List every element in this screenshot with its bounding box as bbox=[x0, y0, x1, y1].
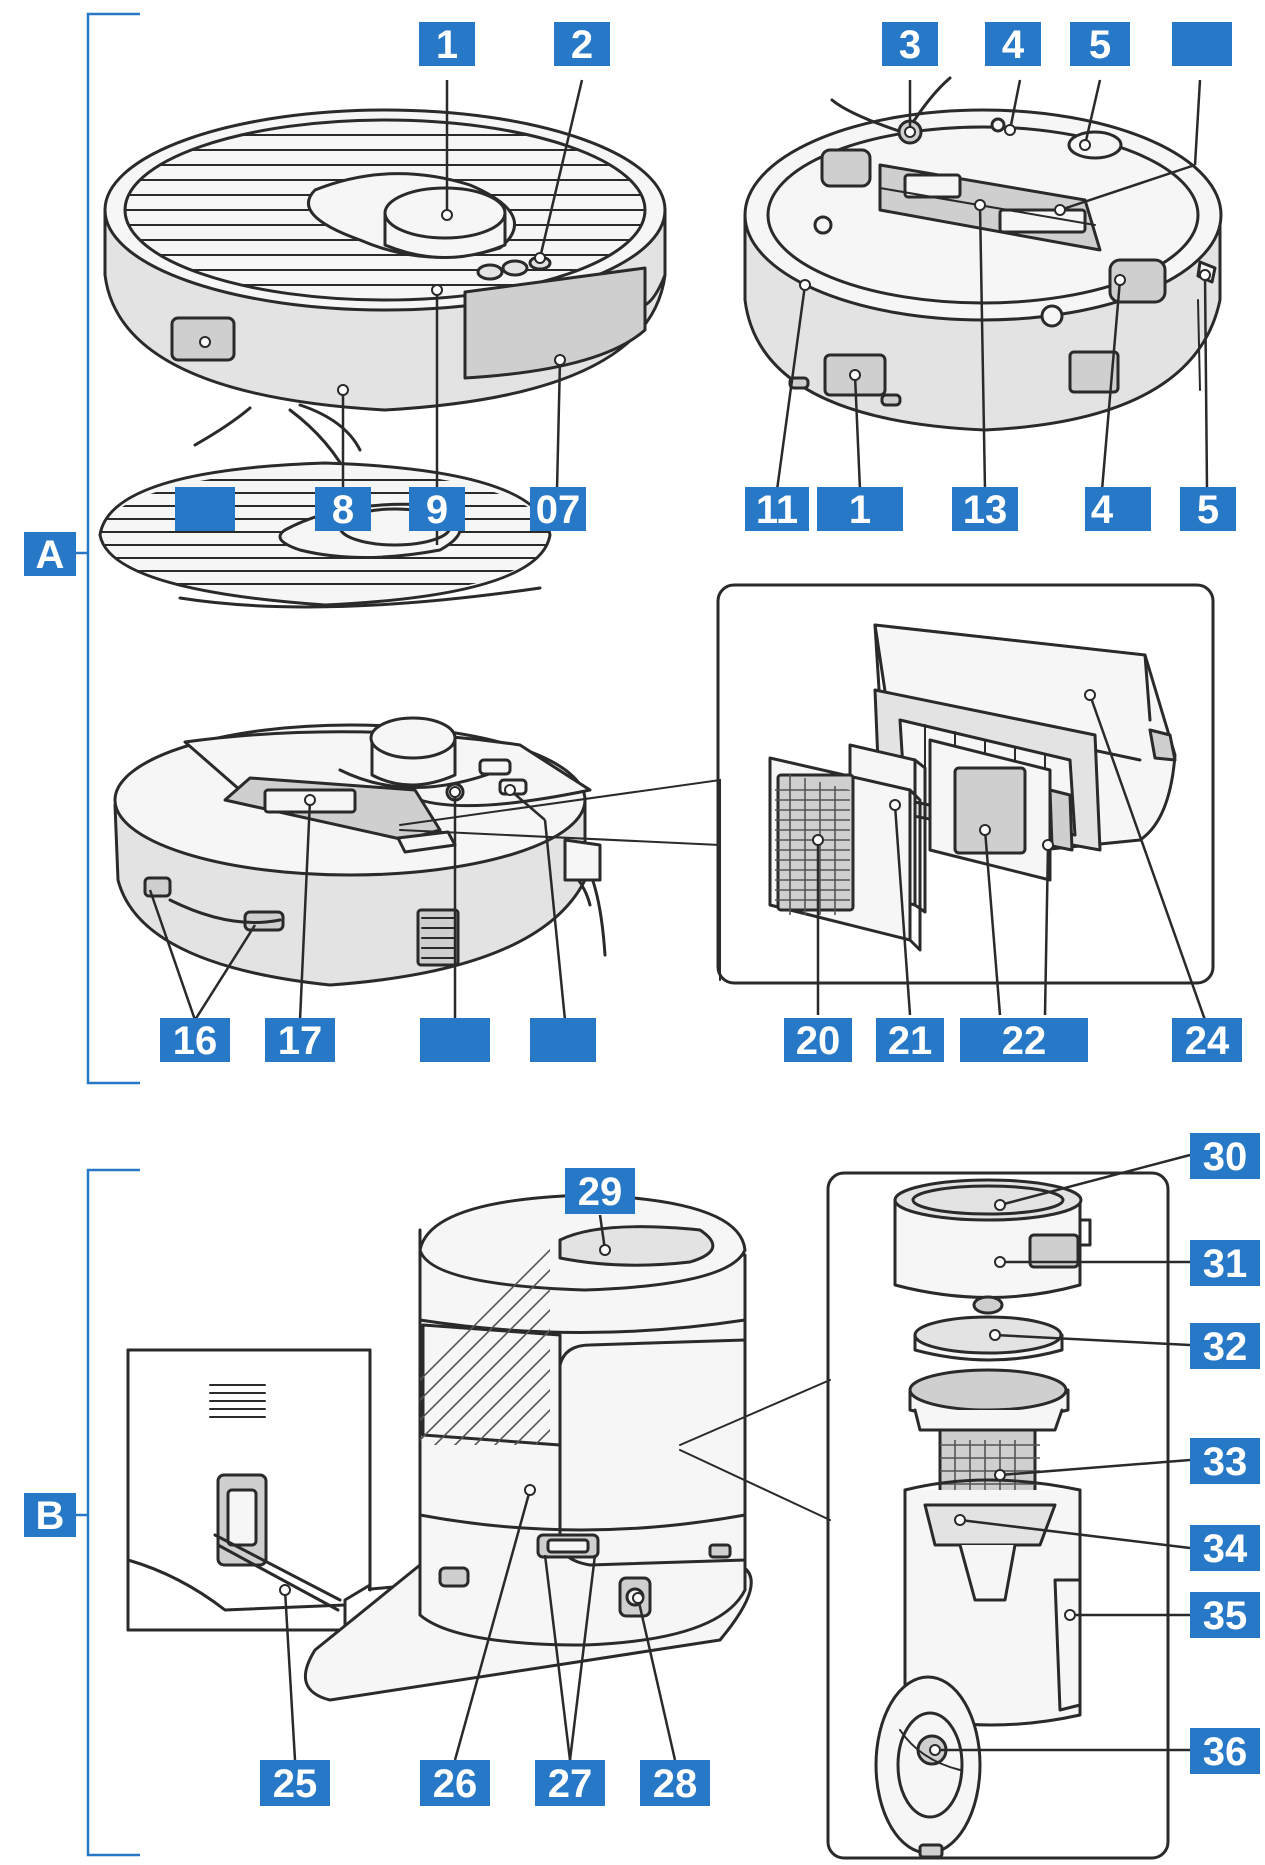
callout-13: 13 bbox=[952, 487, 1018, 532]
svg-text:22: 22 bbox=[1002, 1019, 1047, 1063]
callout-26: 26 bbox=[420, 1760, 490, 1806]
svg-text:34: 34 bbox=[1203, 1527, 1248, 1571]
svg-text:2: 2 bbox=[571, 23, 593, 67]
svg-text:35: 35 bbox=[1203, 1594, 1248, 1638]
svg-text:13: 13 bbox=[963, 488, 1008, 532]
callout-17: 17 bbox=[265, 1018, 335, 1063]
dock-inlet-inset bbox=[126, 1348, 417, 1632]
callout-18 bbox=[420, 1018, 490, 1062]
svg-text:28: 28 bbox=[653, 1762, 698, 1806]
callout-21: 21 bbox=[876, 1018, 944, 1063]
svg-text:07: 07 bbox=[536, 488, 581, 532]
section-label-a: A bbox=[24, 532, 76, 577]
callout-24: 24 bbox=[1172, 1018, 1242, 1063]
callout-31: 31 bbox=[1190, 1240, 1260, 1286]
callout-12: 1 bbox=[817, 487, 903, 532]
callout-16: 16 bbox=[160, 1018, 230, 1063]
svg-text:8: 8 bbox=[332, 488, 354, 532]
svg-text:4: 4 bbox=[1002, 23, 1025, 67]
callout-34: 34 bbox=[1190, 1525, 1260, 1571]
callout-9: 9 bbox=[409, 487, 465, 532]
callout-35: 35 bbox=[1190, 1592, 1260, 1638]
callout-30: 30 bbox=[1190, 1133, 1260, 1179]
callout-10: 07 bbox=[530, 487, 586, 532]
svg-text:A: A bbox=[36, 533, 65, 577]
callout-14: 4 bbox=[1085, 487, 1151, 532]
svg-text:33: 33 bbox=[1203, 1440, 1248, 1484]
callout-1: 1 bbox=[419, 22, 475, 67]
callout-29: 29 bbox=[565, 1168, 635, 1214]
svg-text:4: 4 bbox=[1091, 488, 1114, 532]
callout-25: 25 bbox=[260, 1760, 330, 1806]
callout-6 bbox=[1172, 22, 1232, 66]
docking-station bbox=[304, 1193, 753, 1702]
callout-3: 3 bbox=[882, 22, 938, 67]
dock-bin-detail-box bbox=[679, 1171, 1170, 1860]
svg-text:5: 5 bbox=[1089, 23, 1111, 67]
callout-32: 32 bbox=[1190, 1323, 1260, 1369]
callout-28: 28 bbox=[640, 1760, 710, 1806]
svg-text:1: 1 bbox=[849, 488, 871, 532]
svg-text:27: 27 bbox=[548, 1762, 593, 1806]
svg-text:20: 20 bbox=[796, 1019, 841, 1063]
callout-4-top: 4 bbox=[985, 22, 1041, 67]
robot-open-top bbox=[113, 716, 607, 987]
svg-text:11: 11 bbox=[756, 488, 798, 532]
svg-text:21: 21 bbox=[888, 1019, 933, 1063]
svg-text:26: 26 bbox=[433, 1762, 478, 1806]
svg-text:5: 5 bbox=[1197, 488, 1219, 532]
svg-text:29: 29 bbox=[578, 1170, 623, 1214]
callout-11: 11 bbox=[745, 487, 809, 532]
svg-text:25: 25 bbox=[273, 1762, 318, 1806]
svg-text:16: 16 bbox=[173, 1019, 218, 1063]
callout-15: 5 bbox=[1180, 487, 1236, 532]
callout-8: 8 bbox=[315, 487, 371, 532]
svg-text:36: 36 bbox=[1203, 1730, 1248, 1774]
svg-text:30: 30 bbox=[1203, 1135, 1248, 1179]
callout-2: 2 bbox=[554, 22, 610, 67]
callout-22: 22 bbox=[960, 1018, 1088, 1063]
callout-27: 27 bbox=[535, 1760, 605, 1806]
callout-36: 36 bbox=[1190, 1728, 1260, 1774]
svg-text:9: 9 bbox=[426, 488, 448, 532]
svg-text:31: 31 bbox=[1203, 1242, 1248, 1286]
svg-text:B: B bbox=[36, 1494, 65, 1538]
callout-19 bbox=[530, 1018, 596, 1062]
section-a-bracket bbox=[74, 12, 140, 1085]
svg-text:1: 1 bbox=[436, 23, 458, 67]
callout-7 bbox=[175, 487, 235, 531]
callout-5-top: 5 bbox=[1070, 22, 1130, 67]
callout-20: 20 bbox=[784, 1018, 852, 1063]
callout-33: 33 bbox=[1190, 1438, 1260, 1484]
section-b-bracket bbox=[74, 1168, 140, 1857]
svg-text:17: 17 bbox=[278, 1019, 323, 1063]
svg-text:32: 32 bbox=[1203, 1325, 1248, 1369]
robot-top-view bbox=[103, 108, 667, 482]
svg-text:24: 24 bbox=[1185, 1019, 1230, 1063]
svg-text:3: 3 bbox=[899, 23, 921, 67]
top-cover bbox=[98, 461, 552, 609]
section-label-b: B bbox=[24, 1493, 76, 1538]
leader-lines bbox=[148, 79, 1211, 1761]
